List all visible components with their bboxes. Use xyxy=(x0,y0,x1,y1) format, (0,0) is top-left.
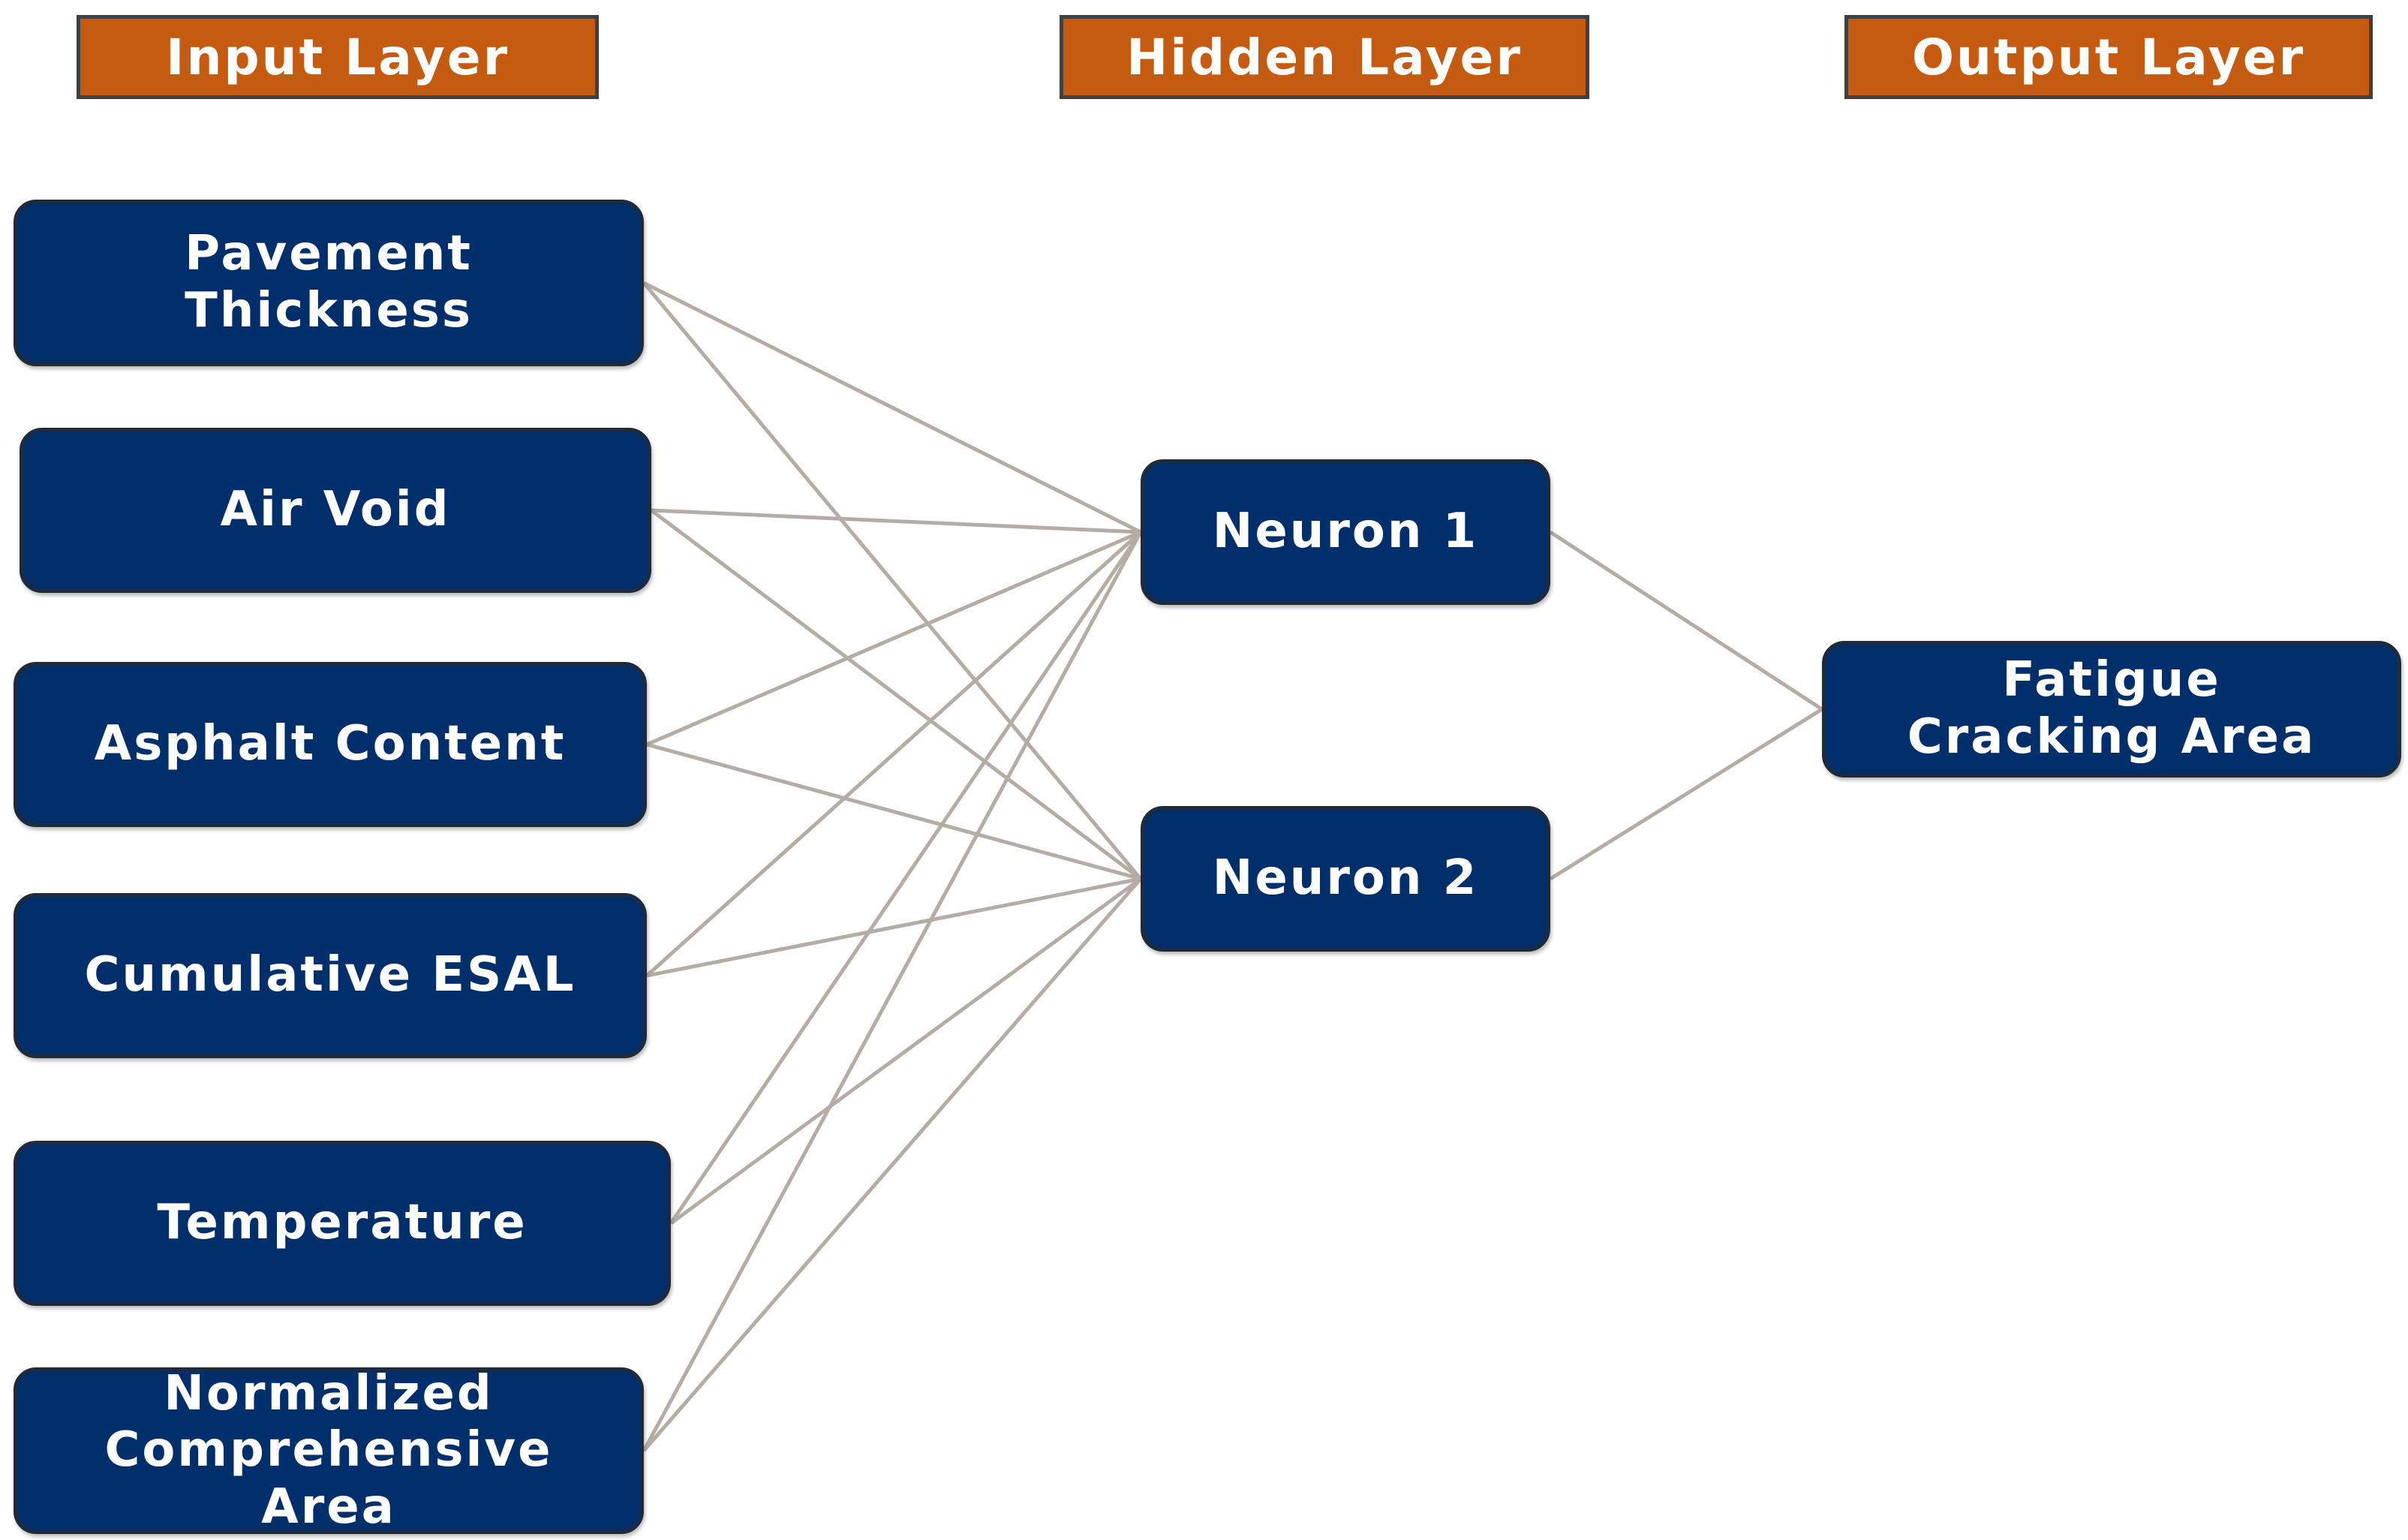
edge-in3-to-h2 xyxy=(646,742,1141,881)
edge-in6-to-h1 xyxy=(642,531,1143,1452)
edge-in1-to-h1 xyxy=(642,281,1142,534)
hidden-node-neuron-2: Neuron 2 xyxy=(1141,806,1550,952)
edge-in5-to-h2 xyxy=(669,877,1142,1226)
node-label: Asphalt Content xyxy=(94,716,567,772)
input-node-temperature: Temperature xyxy=(14,1141,671,1306)
node-label: Temperature xyxy=(157,1195,528,1251)
node-label: Air Void xyxy=(220,482,451,538)
input-node-pavement-thickness: Pavement Thickness xyxy=(14,200,644,366)
input-node-cumulative-esal: Cumulative ESAL xyxy=(14,893,647,1058)
hidden-node-neuron-1: Neuron 1 xyxy=(1141,459,1550,605)
node-label: Normalized Comprehensive Area xyxy=(104,1365,553,1535)
output-node-fatigue-cracking-area: Fatigue Cracking Area xyxy=(1822,641,2401,778)
edge-in3-to-h1 xyxy=(646,530,1141,747)
node-label: Neuron 1 xyxy=(1212,504,1479,560)
node-label: Pavement Thickness xyxy=(185,226,473,338)
input-node-asphalt-content: Asphalt Content xyxy=(14,662,647,827)
edge-in6-to-h2 xyxy=(642,877,1142,1452)
edge-in2-to-h1 xyxy=(651,508,1141,534)
edge-in4-to-h2 xyxy=(646,877,1141,978)
edge-in1-to-h2 xyxy=(642,281,1142,880)
edge-in4-to-h1 xyxy=(645,531,1142,977)
edge-in5-to-h1 xyxy=(669,531,1143,1225)
output-layer-header: Output Layer xyxy=(1844,15,2373,99)
input-node-normalized-comprehensive-area: Normalized Comprehensive Area xyxy=(14,1365,644,1535)
node-label: Neuron 2 xyxy=(1212,850,1479,907)
node-label: Cumulative ESAL xyxy=(84,947,576,1003)
edge-h1-to-out1 xyxy=(1549,530,1823,711)
node-label: Fatigue Cracking Area xyxy=(1907,652,2316,765)
edge-in2-to-h2 xyxy=(650,509,1142,880)
input-node-air-void: Air Void xyxy=(20,428,651,593)
input-layer-header: Input Layer xyxy=(77,15,599,99)
hidden-layer-header: Hidden Layer xyxy=(1060,15,1589,99)
edge-h2-to-out1 xyxy=(1549,707,1823,881)
